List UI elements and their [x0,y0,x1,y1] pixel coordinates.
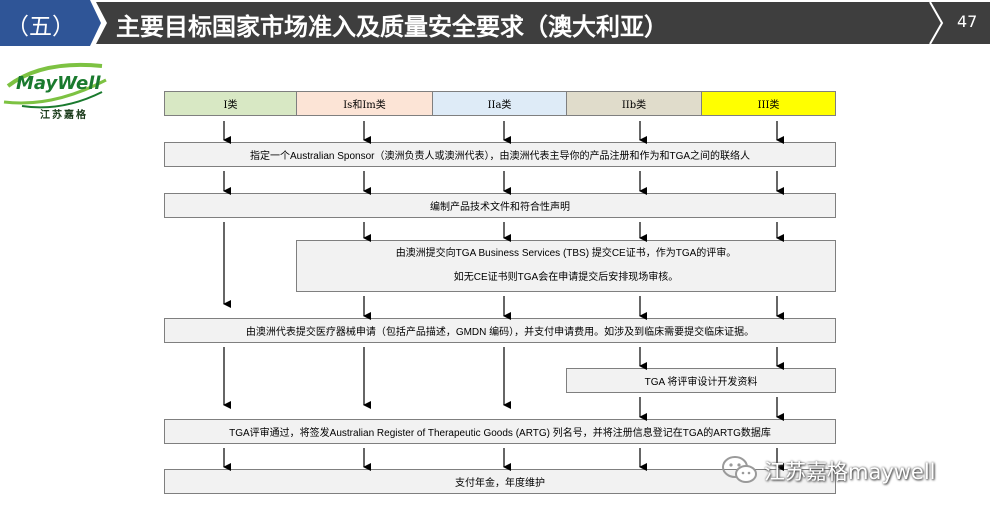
section-label: （五） [6,14,75,40]
category-class-i: I类 [164,91,297,116]
step-tbs-submission: 由澳洲提交向TGA Business Services (TBS) 提交CE证书… [296,240,836,292]
category-class-is-im: Is和Im类 [296,91,433,116]
step-appoint-sponsor: 指定一个Australian Sponsor（澳洲负责人或澳洲代表），由澳洲代表… [164,142,836,167]
wechat-icon [722,456,757,483]
step-annual-fee: 支付年金，年度维护 [164,469,836,494]
page-tab-shape [932,2,990,44]
title-banner-shape [96,2,946,44]
step-technical-documents: 编制产品技术文件和符合性声明 [164,193,836,218]
wechat-watermark: 江苏嘉格maywell [720,452,990,488]
section-tab-shape [0,0,101,46]
company-logo: MayWell 江苏嘉格 [2,56,112,122]
step-text: TGA评审通过，将签发Australian Register of Therap… [229,428,771,439]
category-label: III类 [757,100,780,111]
category-class-iib: IIb类 [566,91,702,116]
step-text: 由澳洲代表提交医疗器械申请（包括产品描述，GMDN 编码），并支付申请费用。如涉… [245,327,755,338]
page-tab-separator [929,1,944,45]
step-text: TGA 将评审设计开发资料 [644,377,758,388]
logo-brand: MayWell [16,73,101,94]
watermark-text: 江苏嘉格maywell [764,460,936,484]
logo-subtitle: 江苏嘉格 [40,110,88,121]
category-class-iii: III类 [701,91,836,116]
step-text: 支付年金，年度维护 [455,478,545,489]
page-number: 47 [957,12,978,31]
category-label: I类 [223,100,238,111]
step-text-line1: 由澳洲提交向TGA Business Services (TBS) 提交CE证书… [395,248,737,259]
category-label: IIa类 [487,100,512,111]
title-bar: （五） 主要目标国家市场准入及质量安全要求（澳大利亚） 47 [0,0,1000,46]
step-artg-listing: TGA评审通过，将签发Australian Register of Therap… [164,419,836,444]
category-label: IIb类 [621,100,647,111]
logo-swoosh-icon [3,62,107,109]
step-text: 指定一个Australian Sponsor（澳洲负责人或澳洲代表），由澳洲代表… [249,151,751,162]
category-label: Is和Im类 [343,100,386,111]
step-design-dossier-review: TGA 将评审设计开发资料 [566,368,836,393]
step-text-line2: 如无CE证书则TGA会在申请提交后安排现场审核。 [453,272,679,283]
page-title: 主要目标国家市场准入及质量安全要求（澳大利亚） [116,13,668,41]
category-class-iia: IIa类 [432,91,567,116]
step-text: 编制产品技术文件和符合性声明 [430,202,570,213]
step-submit-application: 由澳洲代表提交医疗器械申请（包括产品描述，GMDN 编码），并支付申请费用。如涉… [164,318,836,343]
